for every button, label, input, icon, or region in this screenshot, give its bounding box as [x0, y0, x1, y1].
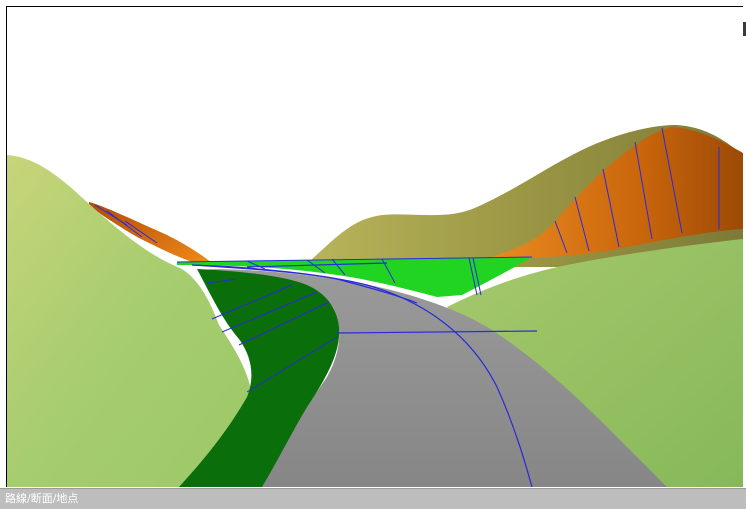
- fill-slope-far-lines: [176, 256, 533, 296]
- scrollbar-thumb[interactable]: [742, 22, 746, 36]
- cut-slope-left: [89, 202, 212, 263]
- cut-slope-right-lines: [554, 127, 720, 254]
- hill-right: [447, 239, 743, 487]
- fill-slope-near-lines: [206, 278, 338, 393]
- road-surface: [207, 269, 667, 487]
- road-edge-line: [191, 264, 418, 304]
- cut-slope-left-lines: [94, 204, 158, 244]
- status-bar: 路線/断面/地点: [0, 488, 746, 509]
- road-lines: [191, 262, 538, 487]
- 3d-road-viewport[interactable]: [6, 6, 743, 487]
- status-text: 路線/断面/地点: [5, 492, 79, 505]
- road-cross-line-1: [336, 330, 538, 334]
- window-frame-left: [0, 0, 6, 490]
- fill-slope-near: [179, 269, 340, 487]
- window-frame-top: [0, 0, 746, 6]
- window-frame-right: [742, 0, 746, 490]
- hill-left: [7, 155, 252, 487]
- road-cross-line-2: [246, 262, 388, 268]
- terrain-scene: [7, 7, 743, 487]
